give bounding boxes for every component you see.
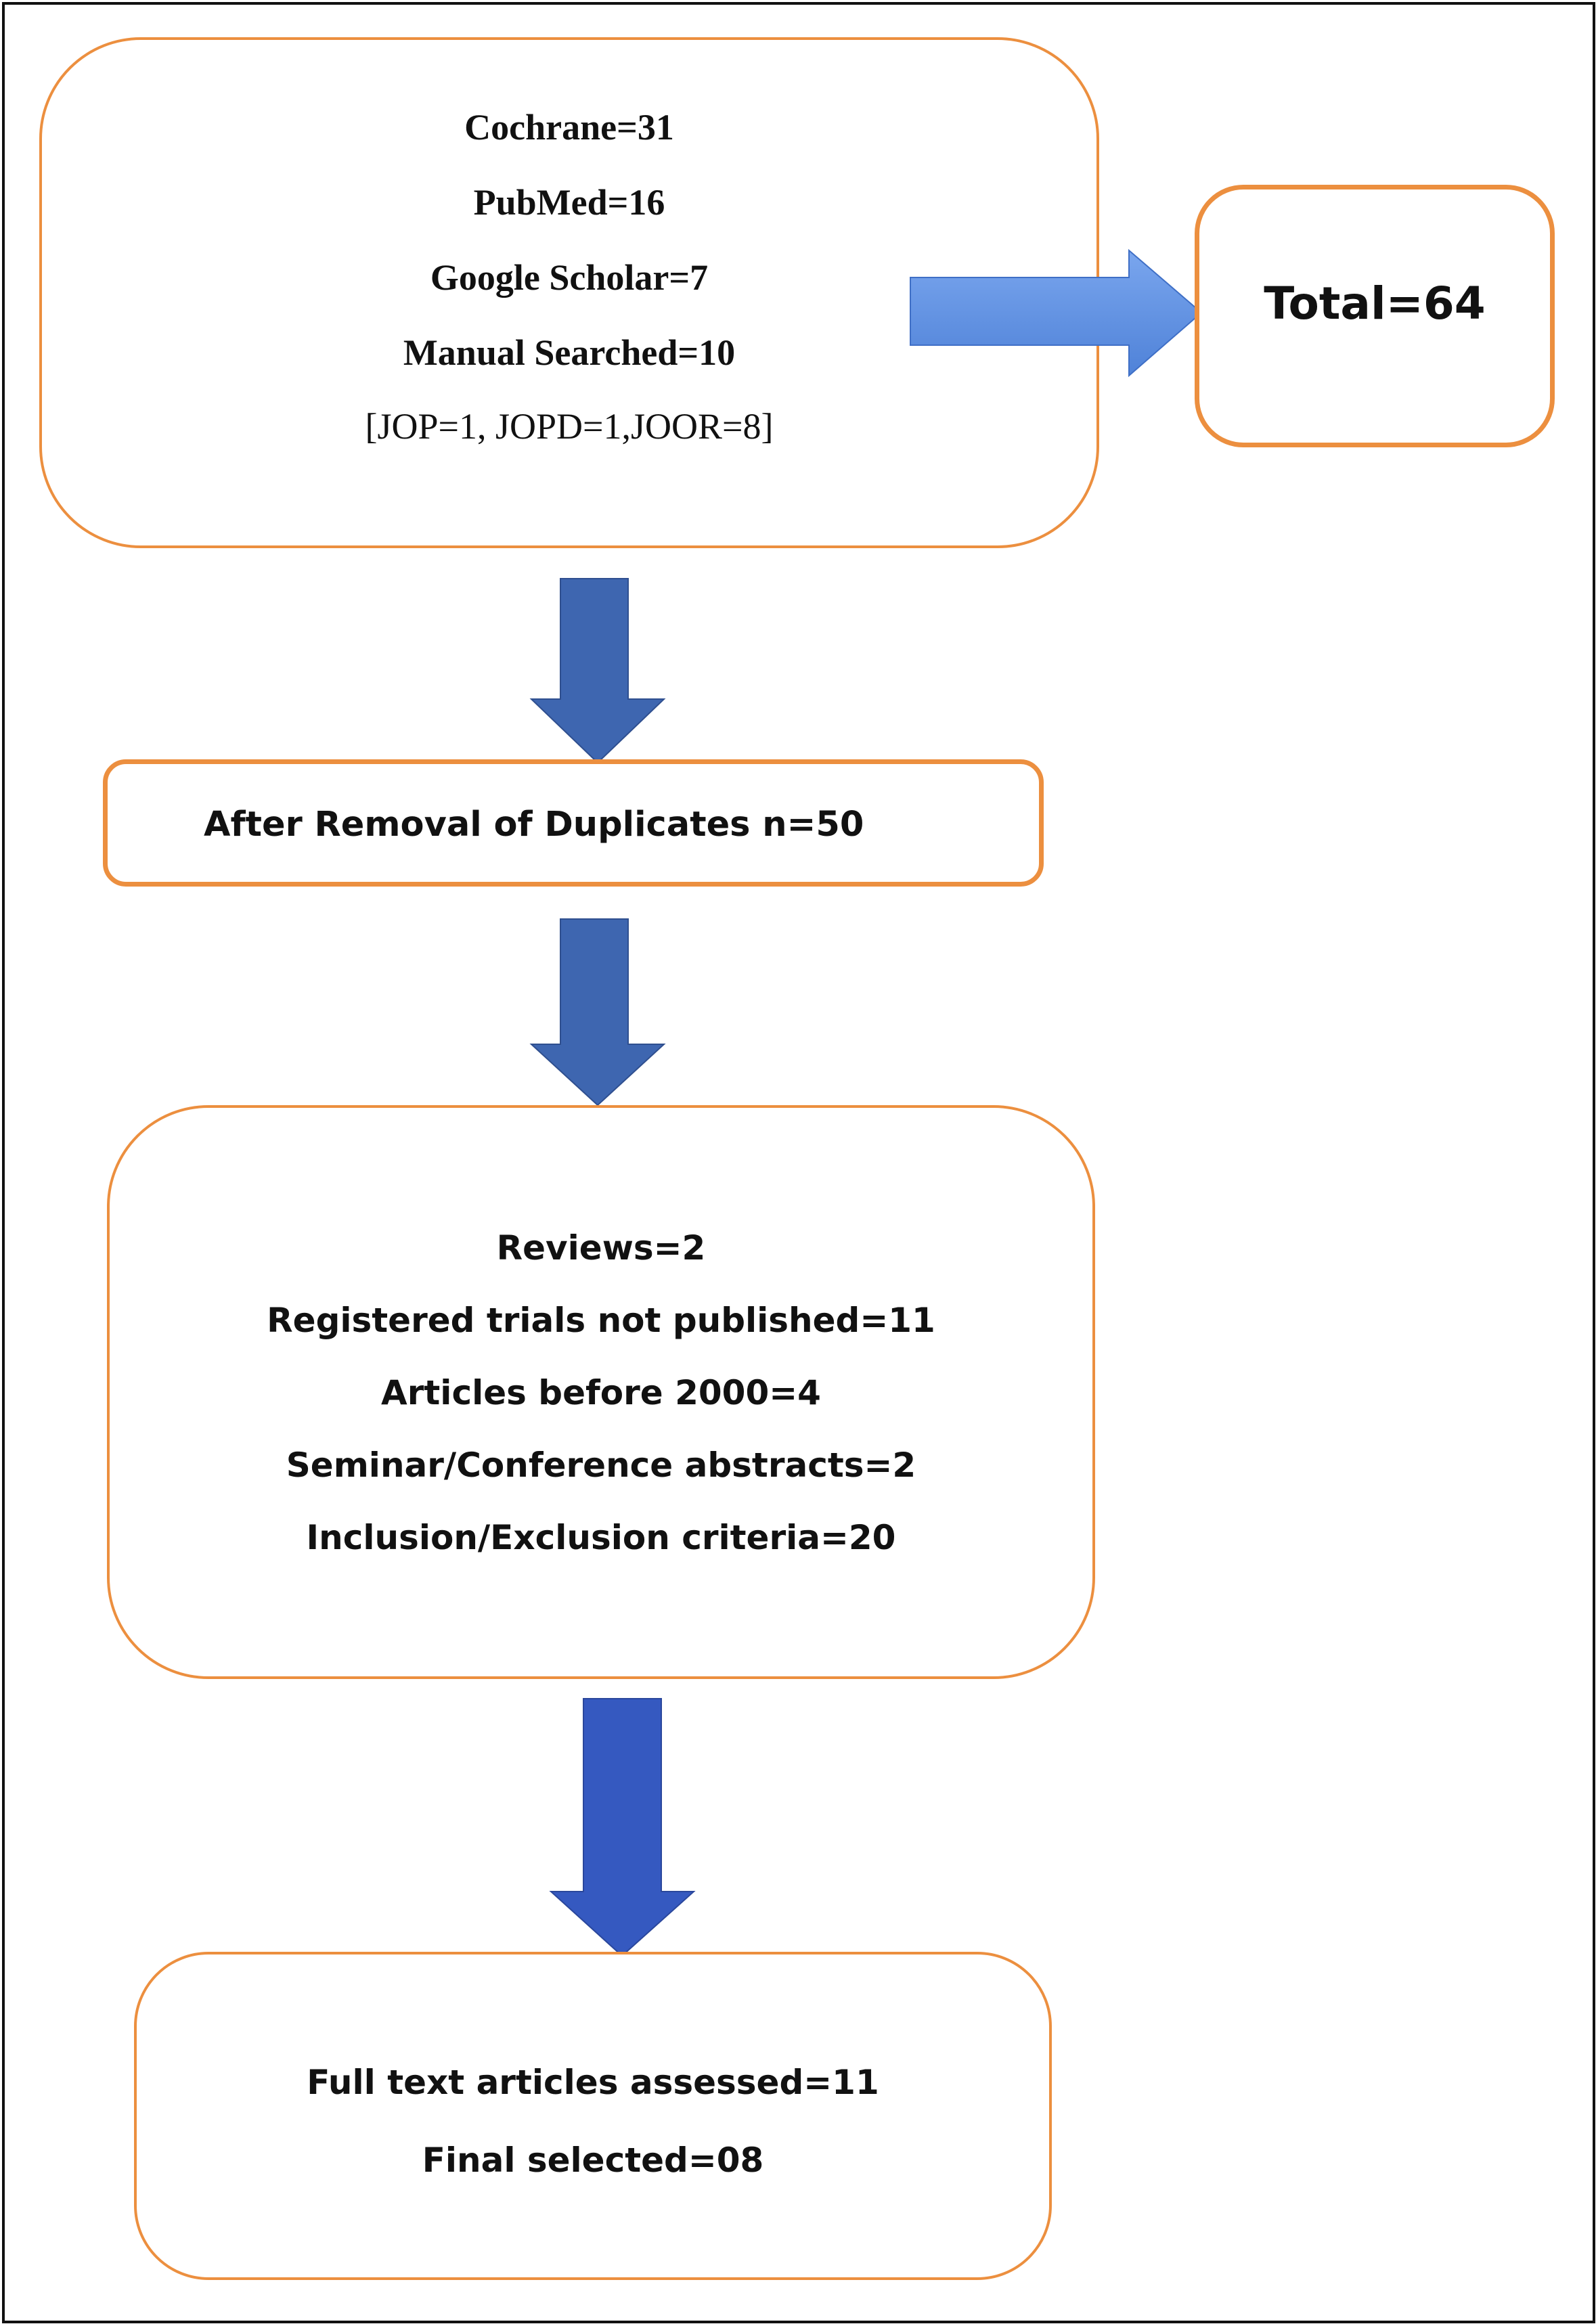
excluded-inclusion-criteria: Inclusion/Exclusion criteria=20 xyxy=(306,1518,896,1557)
excluded-conference-abstracts: Seminar/Conference abstracts=2 xyxy=(286,1446,916,1485)
arrow-down-3 xyxy=(549,1698,696,1957)
sources-box: Cochrane=31 PubMed=16 Google Scholar=7 M… xyxy=(39,37,1099,548)
exclusions-box: Reviews=2 Registered trials not publishe… xyxy=(107,1105,1095,1679)
final-full-text-assessed: Full text articles assessed=11 xyxy=(307,2063,879,2102)
source-manual-searched: Manual Searched=10 xyxy=(403,332,736,373)
source-pubmed: PubMed=16 xyxy=(473,182,665,223)
final-selected: Final selected=08 xyxy=(422,2141,764,2180)
arrow-right-to-total xyxy=(910,248,1203,378)
final-box: Full text articles assessed=11 Final sel… xyxy=(134,1952,1052,2280)
excluded-reviews: Reviews=2 xyxy=(496,1228,706,1268)
arrow-down-2 xyxy=(529,918,666,1107)
source-journal-breakdown: [JOP=1, JOPD=1,JOOR=8] xyxy=(365,406,774,447)
dedup-box: After Removal of Duplicates n=50 xyxy=(103,759,1044,887)
total-label: Total=64 xyxy=(1264,277,1486,330)
excluded-registered-trials: Registered trials not published=11 xyxy=(267,1301,935,1340)
excluded-articles-before-2000: Articles before 2000=4 xyxy=(381,1373,821,1412)
source-google-scholar: Google Scholar=7 xyxy=(430,257,709,298)
source-cochrane: Cochrane=31 xyxy=(464,107,674,148)
arrow-down-1 xyxy=(529,578,666,764)
dedup-label: After Removal of Duplicates n=50 xyxy=(204,805,864,845)
total-box: Total=64 xyxy=(1195,185,1555,447)
